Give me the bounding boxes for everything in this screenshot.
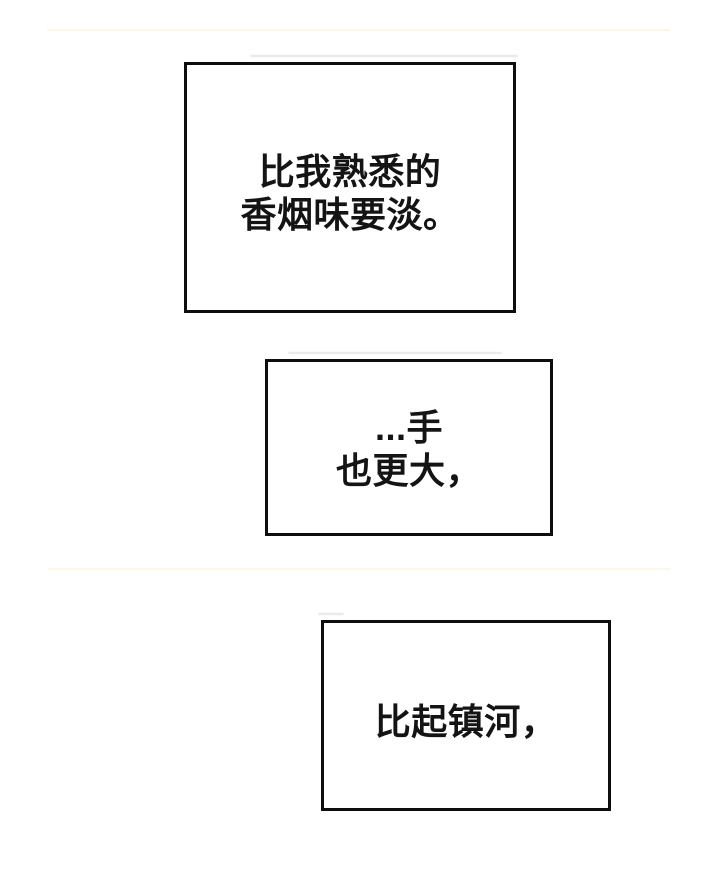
scan-artifact-smudge-1: [250, 55, 518, 57]
speech-box-1-line-1: 比我熟悉的: [258, 151, 442, 193]
speech-box-2: ...手 也更大，: [265, 359, 553, 536]
speech-box-1-line-2: 香烟味要淡。: [240, 193, 460, 235]
scan-artifact-line-middle: [48, 568, 670, 570]
scan-artifact-smudge-2: [288, 352, 502, 354]
scan-artifact-line-top: [47, 29, 670, 31]
speech-box-2-line-2: 也更大，: [335, 449, 482, 491]
scan-artifact-smudge-3: [318, 613, 344, 615]
speech-box-1: 比我熟悉的 香烟味要淡。: [184, 62, 516, 313]
speech-box-3: 比起镇河，: [321, 620, 611, 811]
speech-box-3-line-1: 比起镇河，: [374, 701, 558, 743]
speech-box-2-line-1: ...手: [374, 407, 443, 449]
